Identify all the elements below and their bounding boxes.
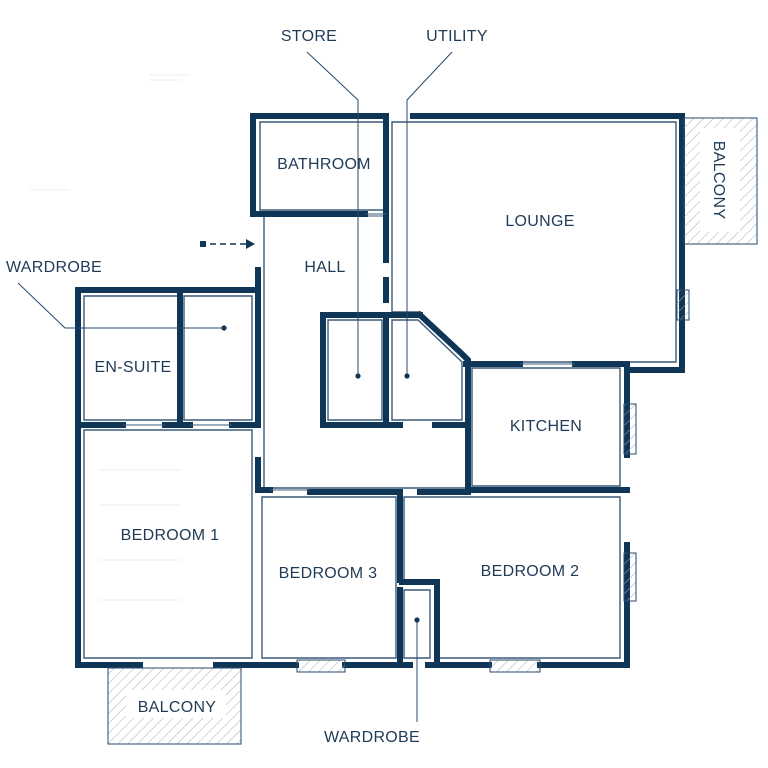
room-label-en-suite: EN-SUITE	[94, 359, 171, 376]
room-label-bedroom-1: BEDROOM 1	[121, 527, 220, 544]
balcony-east-area	[683, 117, 758, 245]
background-marks	[30, 74, 190, 601]
door-marks	[123, 213, 575, 491]
leader-dots	[221, 325, 420, 623]
callout-wardrobe-bottom: WARDROBE	[324, 729, 420, 746]
callout-utility: UTILITY	[426, 28, 488, 45]
callout-store: STORE	[281, 28, 337, 45]
outer-walls	[75, 113, 685, 668]
room-label-kitchen: KITCHEN	[510, 418, 582, 435]
interior-walls	[77, 113, 630, 668]
windows	[296, 289, 690, 673]
room-label-hall: HALL	[304, 259, 345, 276]
callout-wardrobe-left: WARDROBE	[6, 259, 102, 276]
room-label-balcony-east: BALCONY	[710, 141, 727, 220]
leader-lines	[17, 51, 453, 722]
room-label-lounge: LOUNGE	[505, 213, 574, 230]
balcony-south-area	[107, 667, 242, 745]
entrance-arrow-icon	[200, 239, 255, 249]
room-label-bedroom-2: BEDROOM 2	[481, 563, 580, 580]
room-label-balcony-south: BALCONY	[138, 699, 217, 716]
inner-outline	[83, 121, 677, 659]
room-label-bedroom-3: BEDROOM 3	[279, 565, 378, 582]
room-label-bathroom: BATHROOM	[277, 156, 371, 173]
